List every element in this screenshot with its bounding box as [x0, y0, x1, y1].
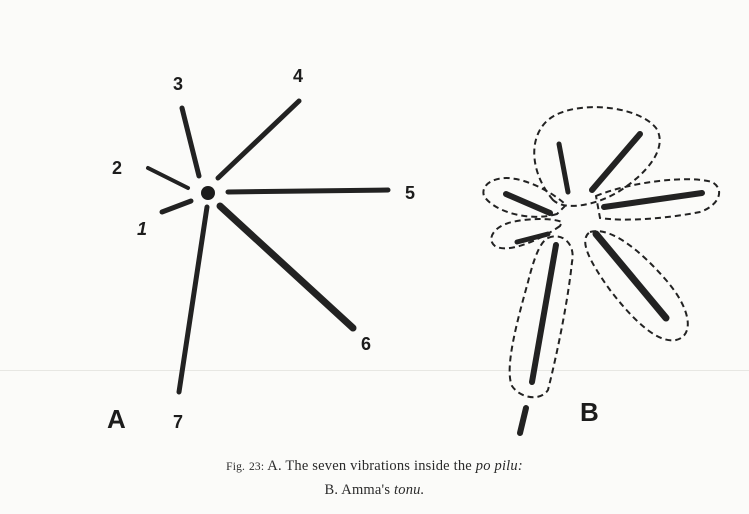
ray-1	[159, 198, 194, 215]
b-stroke-left-lower	[514, 231, 551, 245]
fig-number: 23:	[248, 461, 265, 473]
scan-fold-line	[0, 370, 749, 371]
outline-bottom-lobe	[508, 235, 574, 399]
fig-prefix: Fig.	[226, 461, 246, 473]
caption-line-1-text: A. The seven vibrations inside the	[267, 458, 472, 474]
ray-6	[216, 202, 357, 332]
panel-label-b: B	[580, 397, 599, 427]
outline-left-upper-lobe	[482, 177, 568, 218]
outline-right-lobe	[594, 178, 721, 221]
center-dot	[201, 186, 215, 200]
ray-2	[146, 166, 190, 190]
ray-7	[176, 204, 210, 395]
ray-3	[179, 105, 202, 179]
diagram-a	[146, 98, 391, 395]
ray-label-2: 2	[112, 158, 122, 178]
diagram-b	[482, 106, 721, 436]
b-stroke-bottom	[529, 242, 559, 385]
b-stroke-left-upper	[503, 191, 553, 216]
outline-top-lobe	[533, 106, 661, 207]
ray-label-3: 3	[173, 74, 183, 94]
b-stroke-top-left	[556, 141, 571, 195]
figure-caption-line-1: Fig. 23: A. The seven vibrations inside …	[0, 458, 749, 475]
caption-line-2-italic: tonu.	[394, 482, 425, 498]
dashed-outlines	[482, 106, 721, 399]
caption-line-2-text: B. Amma's	[324, 482, 391, 498]
outline-left-lower-lobe	[490, 218, 564, 250]
ray-label-6: 6	[361, 334, 371, 354]
ray-4	[215, 98, 302, 181]
ray-label-7: 7	[173, 412, 183, 432]
ray-label-1: 1	[137, 219, 147, 239]
b-stroke-lower-right	[592, 230, 670, 322]
ray-label-5: 5	[405, 183, 415, 203]
ray-label-4: 4	[293, 66, 303, 86]
b-stroke-top-right	[589, 131, 643, 193]
b-strokes	[503, 131, 705, 436]
caption-line-1-italic: po pilu:	[475, 458, 523, 474]
figure-caption-line-2: B. Amma's tonu.	[0, 482, 749, 499]
b-stroke-right	[601, 190, 705, 210]
outline-lower-right-lobe	[584, 230, 689, 342]
ray-labels: 1 2 3 4 5 6 7	[112, 66, 415, 432]
panel-label-a: A	[107, 404, 126, 434]
ray-5	[225, 187, 391, 195]
b-stroke-tail	[517, 405, 529, 436]
